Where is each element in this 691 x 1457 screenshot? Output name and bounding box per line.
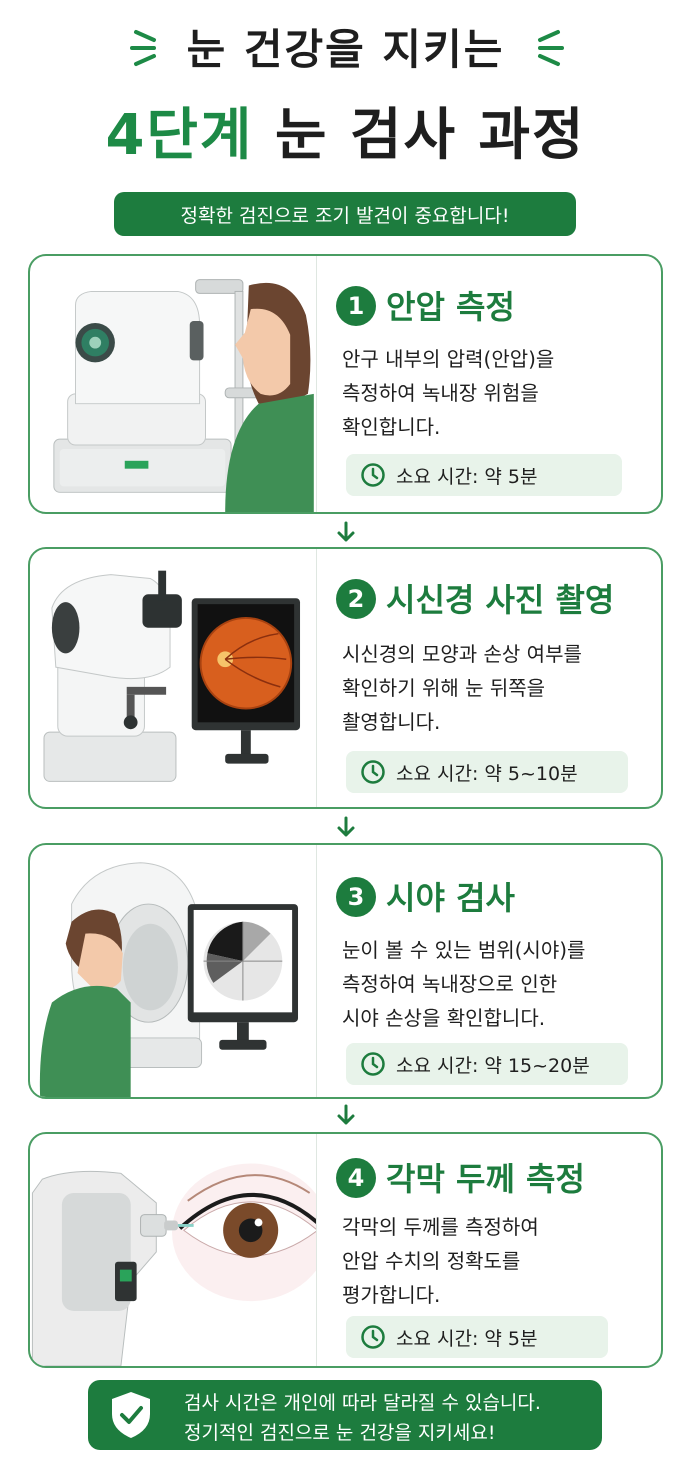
desc-line: 눈이 볼 수 있는 범위(시야)를 xyxy=(342,938,586,962)
fundus-camera-illustration xyxy=(43,570,301,782)
step-description: 안구 내부의 압력(안압)을 측정하여 녹내장 위험을 확인합니다. xyxy=(342,342,652,444)
card-divider xyxy=(316,549,317,807)
duration-badge: 소요 시간: 약 5분 xyxy=(346,1316,608,1358)
step-title: 시신경 사진 촬영 xyxy=(386,581,615,619)
step-number-badge: 3 xyxy=(336,877,376,917)
duration-text: 소요 시간: 약 5분 xyxy=(396,465,538,488)
desc-line: 시신경의 모양과 손상 여부를 xyxy=(342,642,582,666)
step-card-1: 1 안압 측정 안구 내부의 압력(안압)을 측정하여 녹내장 위험을 확인합니… xyxy=(28,254,663,514)
perimeter-illustration xyxy=(39,862,299,1097)
clock-icon xyxy=(361,1325,385,1349)
footer-line1: 검사 시간은 개인에 따라 달라질 수 있습니다. xyxy=(184,1392,541,1414)
footer-line2: 정기적인 검진으로 눈 건강을 지키세요! xyxy=(184,1422,496,1444)
desc-line: 각막의 두께를 측정하여 xyxy=(342,1215,539,1239)
title-rest: 눈 검사 과정 xyxy=(274,103,586,168)
step-title: 각막 두께 측정 xyxy=(386,1160,585,1198)
duration-badge: 소요 시간: 약 15~20분 xyxy=(346,1043,628,1085)
step-card-4: 4 각막 두께 측정 각막의 두께를 측정하여 안압 수치의 정확도를 평가합니… xyxy=(28,1132,663,1368)
desc-line: 안구 내부의 압력(안압)을 xyxy=(342,347,555,371)
duration-badge: 소요 시간: 약 5~10분 xyxy=(346,751,628,793)
title-line1-row: 눈 건강을 지키는 xyxy=(0,18,691,74)
step-description: 각막의 두께를 측정하여 안압 수치의 정확도를 평가합니다. xyxy=(342,1210,652,1312)
step-title: 안압 측정 xyxy=(386,288,515,326)
pachymeter-illustration xyxy=(31,1163,316,1366)
tonometer-illustration xyxy=(53,279,314,512)
clock-icon xyxy=(361,463,385,487)
title-line2: 4단계 눈 검사 과정 xyxy=(0,90,691,171)
step-description: 시신경의 모양과 손상 여부를 확인하기 위해 눈 뒤쪽을 촬영합니다. xyxy=(342,637,652,739)
step-card-2: 2 시신경 사진 촬영 시신경의 모양과 손상 여부를 확인하기 위해 눈 뒤쪽… xyxy=(28,547,663,809)
clock-icon xyxy=(361,760,385,784)
step-title: 시야 검사 xyxy=(386,879,515,917)
subtitle-banner: 정확한 검진으로 조기 발견이 중요합니다! xyxy=(114,192,576,236)
card-divider xyxy=(316,1134,317,1366)
step-number-badge: 2 xyxy=(336,579,376,619)
step-number-badge: 1 xyxy=(336,286,376,326)
duration-badge: 소요 시간: 약 5분 xyxy=(346,454,622,496)
down-arrow-icon xyxy=(337,1104,355,1125)
footer-banner: 검사 시간은 개인에 따라 달라질 수 있습니다. 정기적인 검진으로 눈 건강… xyxy=(88,1380,602,1450)
clock-icon xyxy=(361,1052,385,1076)
down-arrow-icon xyxy=(337,521,355,542)
desc-line: 확인하기 위해 눈 뒤쪽을 xyxy=(342,676,546,700)
step-number-badge: 4 xyxy=(336,1158,376,1198)
desc-line: 확인합니다. xyxy=(342,415,441,439)
sparkle-left-icon xyxy=(130,30,156,66)
duration-text: 소요 시간: 약 15~20분 xyxy=(396,1054,590,1077)
down-arrow-icon xyxy=(337,816,355,837)
card-divider xyxy=(316,256,317,512)
desc-line: 측정하여 녹내장 위험을 xyxy=(342,381,539,405)
card-divider xyxy=(316,845,317,1097)
shield-check-icon xyxy=(112,1392,150,1438)
desc-line: 평가합니다. xyxy=(342,1283,441,1307)
sparkle-right-icon xyxy=(538,30,564,66)
duration-text: 소요 시간: 약 5~10분 xyxy=(396,762,578,785)
step-description: 눈이 볼 수 있는 범위(시야)를 측정하여 녹내장으로 인한 시야 손상을 확… xyxy=(342,933,652,1035)
title-accent: 4단계 xyxy=(105,103,254,168)
step-card-3: 3 시야 검사 눈이 볼 수 있는 범위(시야)를 측정하여 녹내장으로 인한 … xyxy=(28,843,663,1099)
desc-line: 시야 손상을 확인합니다. xyxy=(342,1006,546,1030)
desc-line: 측정하여 녹내장으로 인한 xyxy=(342,972,558,996)
title-line1: 눈 건강을 지키는 xyxy=(186,24,505,74)
duration-text: 소요 시간: 약 5분 xyxy=(396,1327,538,1350)
desc-line: 촬영합니다. xyxy=(342,710,441,734)
desc-line: 안압 수치의 정확도를 xyxy=(342,1249,521,1273)
